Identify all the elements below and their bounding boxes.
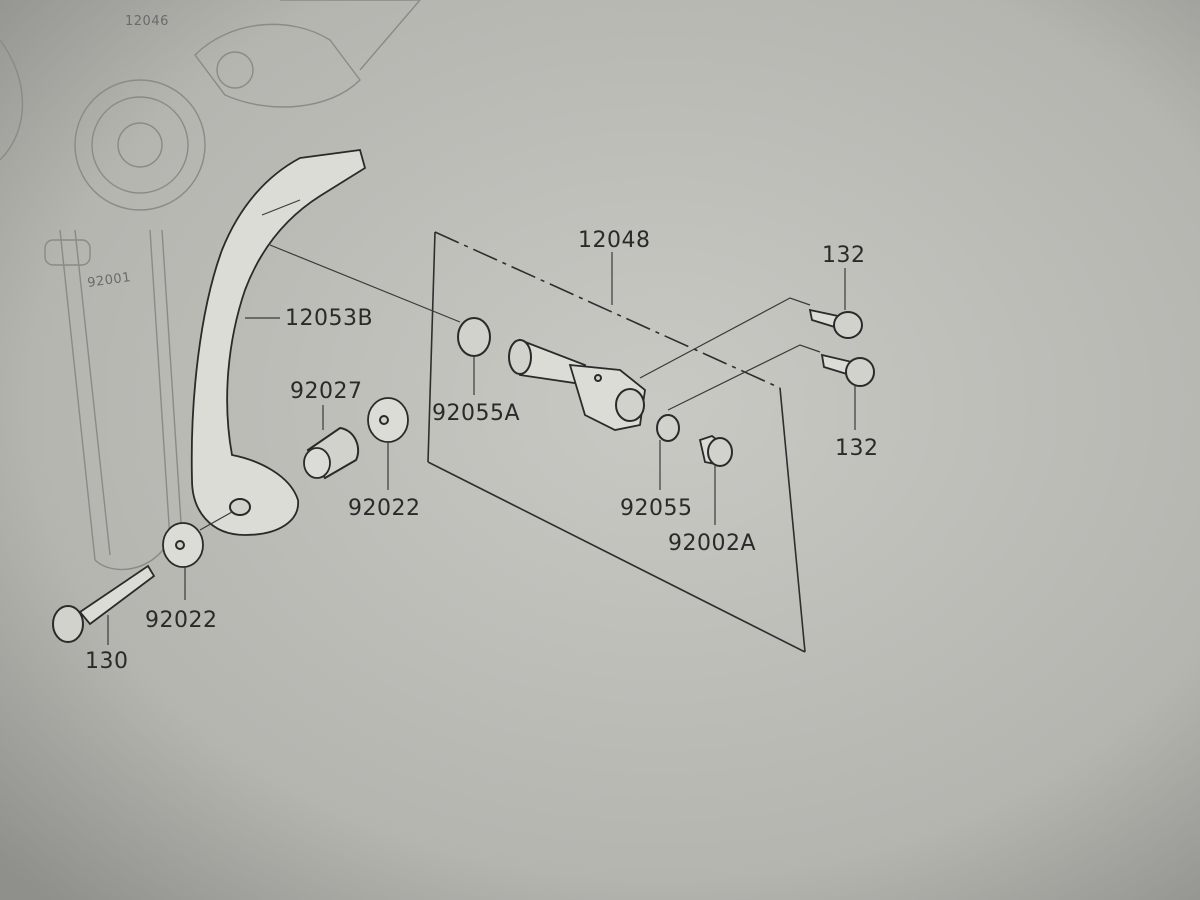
- label-12053b: 12053B: [285, 306, 373, 331]
- plug-bolt-92002a: [698, 434, 733, 467]
- bolt-132-upper: [808, 308, 863, 339]
- o-ring-92055: [656, 414, 680, 442]
- assembly-boundary: [427, 231, 806, 653]
- label-130: 130: [85, 649, 129, 674]
- label-92001: 92001: [86, 270, 132, 291]
- label-92055a: 92055A: [432, 401, 520, 426]
- o-ring-92055a: [457, 317, 491, 357]
- label-92055: 92055: [620, 496, 693, 521]
- label-12048: 12048: [578, 228, 651, 253]
- cam-chain-tensioner: [508, 338, 646, 431]
- bolt-130: [52, 564, 156, 643]
- bolt-132-lower: [820, 353, 875, 387]
- label-92022-lower: 92022: [145, 608, 218, 633]
- label-92027: 92027: [290, 379, 363, 404]
- tensioner-guide-arm: [190, 149, 367, 536]
- label-132-top: 132: [822, 243, 866, 268]
- label-12046: 12046: [125, 14, 169, 29]
- label-92002a: 92002A: [668, 531, 756, 556]
- label-132-bottom: 132: [835, 436, 879, 461]
- leader-lines: [107, 244, 856, 645]
- label-92022-upper: 92022: [348, 496, 421, 521]
- collar-92027: [303, 426, 360, 480]
